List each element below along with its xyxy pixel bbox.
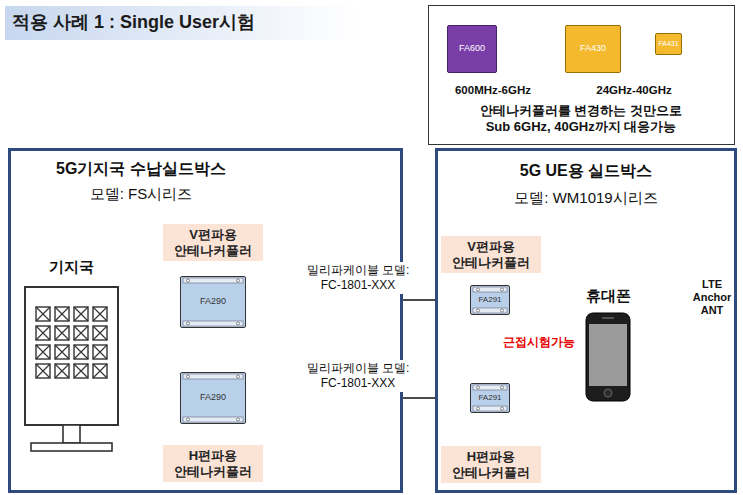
coupler-fa430: FA430	[565, 25, 621, 73]
coupler-fa290: FA290H편파용 안테나커플러	[180, 372, 246, 424]
shield-box: 5G기지국 수납실드박스모델: FS시리즈기지국V편파용 안테나커플러FA290…	[8, 148, 403, 493]
coupler-fa290: V편파용 안테나커플러FA290	[180, 276, 246, 328]
title-band	[5, 6, 357, 40]
shield-box: 5G UE용 실드박스모델: WM1019시리즈V편파용 안테나커플러FA291…	[435, 148, 737, 493]
base-station-drawing	[23, 285, 120, 460]
coupler-heading: H편파용 안테나커플러	[163, 445, 263, 482]
model-label: FA431	[656, 40, 681, 48]
model-label: FA291	[471, 295, 509, 305]
model-text: 모델: WM1019시리즈	[438, 189, 734, 207]
node-heading: 휴대폰	[565, 287, 651, 305]
model-label: FA291	[471, 393, 509, 403]
model-label: FA430	[566, 43, 620, 54]
coupler-heading: H편파용 안테나커플러	[441, 446, 541, 483]
cable-label: 밀리파케이블 모델: FC-1801-XXX	[299, 360, 417, 392]
box-heading: 5G기지국 수납실드박스	[21, 159, 261, 178]
note-text: 근접시험가능	[503, 335, 575, 349]
phone: 휴대폰	[585, 312, 631, 402]
band-label: 600MHz-6GHz	[433, 84, 553, 98]
node-heading: 기지국	[23, 258, 120, 276]
phone-drawing	[585, 312, 631, 402]
band-label: 24GHz-40GHz	[569, 84, 699, 98]
coupler-heading: V편파용 안테나커플러	[163, 224, 263, 261]
cable-label: 밀리파케이블 모델: FC-1801-XXX	[299, 262, 417, 294]
coupler-fa291: V편파용 안테나커플러FA291	[470, 285, 510, 315]
note-text: 안테나커플러를 변경하는 것만으로 Sub 6GHz, 40GHz까지 대응가능	[471, 103, 691, 134]
model-label: FA290	[181, 296, 245, 307]
coupler-heading: V편파용 안테나커플러	[441, 236, 541, 273]
page-title: 적용 사례 1 : Single User시험	[12, 12, 255, 34]
antenna-label: LTE Anchor ANT	[688, 278, 736, 318]
box-heading: 5G UE용 실드박스	[438, 161, 734, 180]
coupler-fa291: FA291H편파용 안테나커플러	[470, 383, 510, 413]
model-label: FA290	[181, 392, 245, 403]
coupler-fa431: FA431	[655, 33, 682, 55]
coupler-fa600: FA600	[447, 25, 497, 73]
model-text: 모델: FS시리즈	[21, 185, 261, 203]
legend-panel: 600MHz-6GHz 24GHz-40GHz 안테나커플러를 변경하는 것만으로 …	[428, 5, 735, 145]
base-station: 기지국	[23, 285, 120, 460]
model-label: FA600	[448, 43, 496, 54]
